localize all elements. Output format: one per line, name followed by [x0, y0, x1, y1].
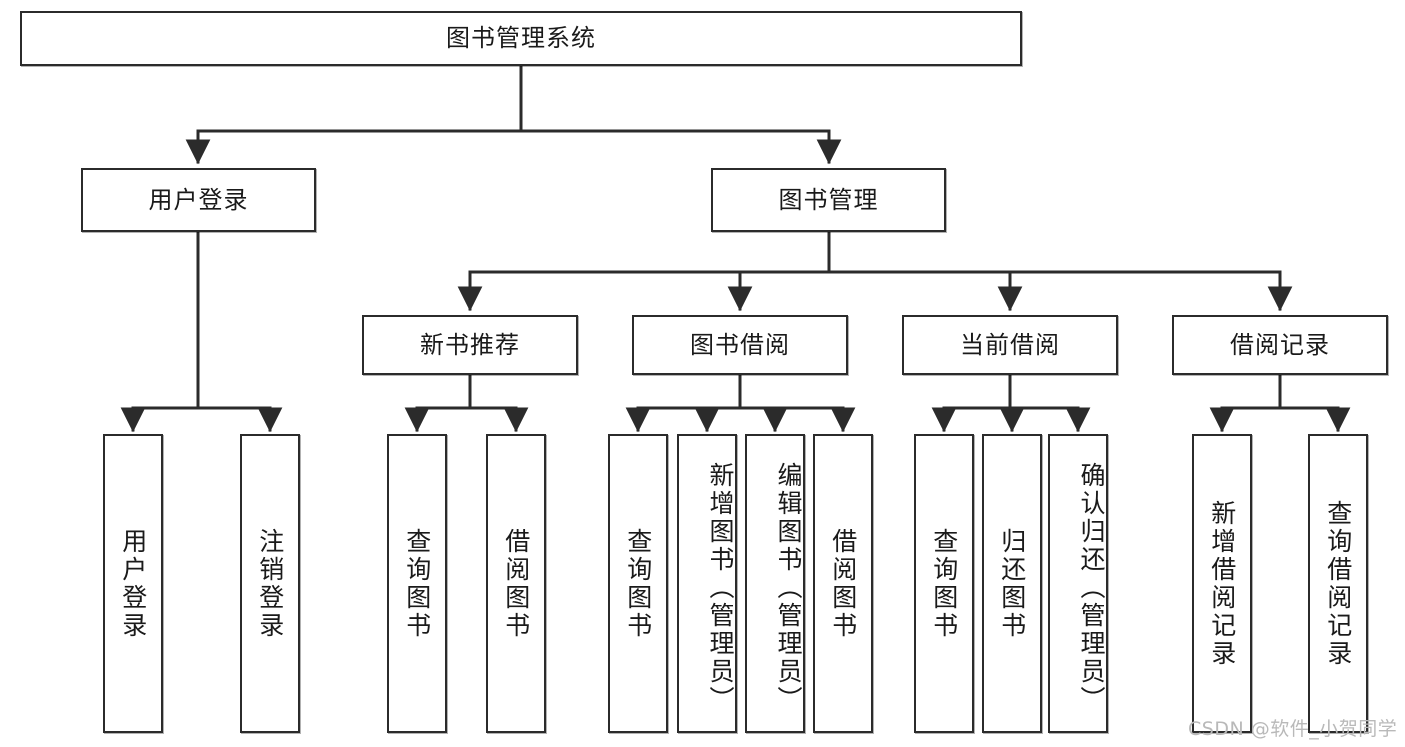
node-root-system[interactable]: 图书管理系统: [20, 11, 1022, 66]
node-leaf-add-borrow-record[interactable]: 新增借阅记录: [1192, 434, 1252, 733]
node-leaf-query-borrow-record[interactable]: 查询借阅记录: [1308, 434, 1368, 733]
node-leaf-confirm-return-admin[interactable]: 确认归还（管理员）: [1048, 434, 1108, 733]
node-leaf-user-login[interactable]: 用户登录: [103, 434, 163, 733]
node-new-book-recommend[interactable]: 新书推荐: [362, 315, 578, 375]
node-leaf-query-book-borrow[interactable]: 查询图书: [608, 434, 668, 733]
node-book-borrow[interactable]: 图书借阅: [632, 315, 848, 375]
node-leaf-add-book-admin[interactable]: 新增图书（管理员）: [677, 434, 737, 733]
csdn-watermark: CSDN @软件_小贺同学: [1188, 718, 1398, 740]
node-leaf-return-book[interactable]: 归还图书: [982, 434, 1042, 733]
node-leaf-borrow-book[interactable]: 借阅图书: [813, 434, 873, 733]
node-leaf-logout-login[interactable]: 注销登录: [240, 434, 300, 733]
node-leaf-edit-book-admin[interactable]: 编辑图书（管理员）: [745, 434, 805, 733]
node-user-login[interactable]: 用户登录: [81, 168, 316, 232]
node-borrow-record[interactable]: 借阅记录: [1172, 315, 1388, 375]
node-current-borrow[interactable]: 当前借阅: [902, 315, 1118, 375]
node-leaf-borrow-book-recommend[interactable]: 借阅图书: [486, 434, 546, 733]
node-book-management[interactable]: 图书管理: [711, 168, 946, 232]
node-leaf-query-book-recommend[interactable]: 查询图书: [387, 434, 447, 733]
node-leaf-query-book-current[interactable]: 查询图书: [914, 434, 974, 733]
